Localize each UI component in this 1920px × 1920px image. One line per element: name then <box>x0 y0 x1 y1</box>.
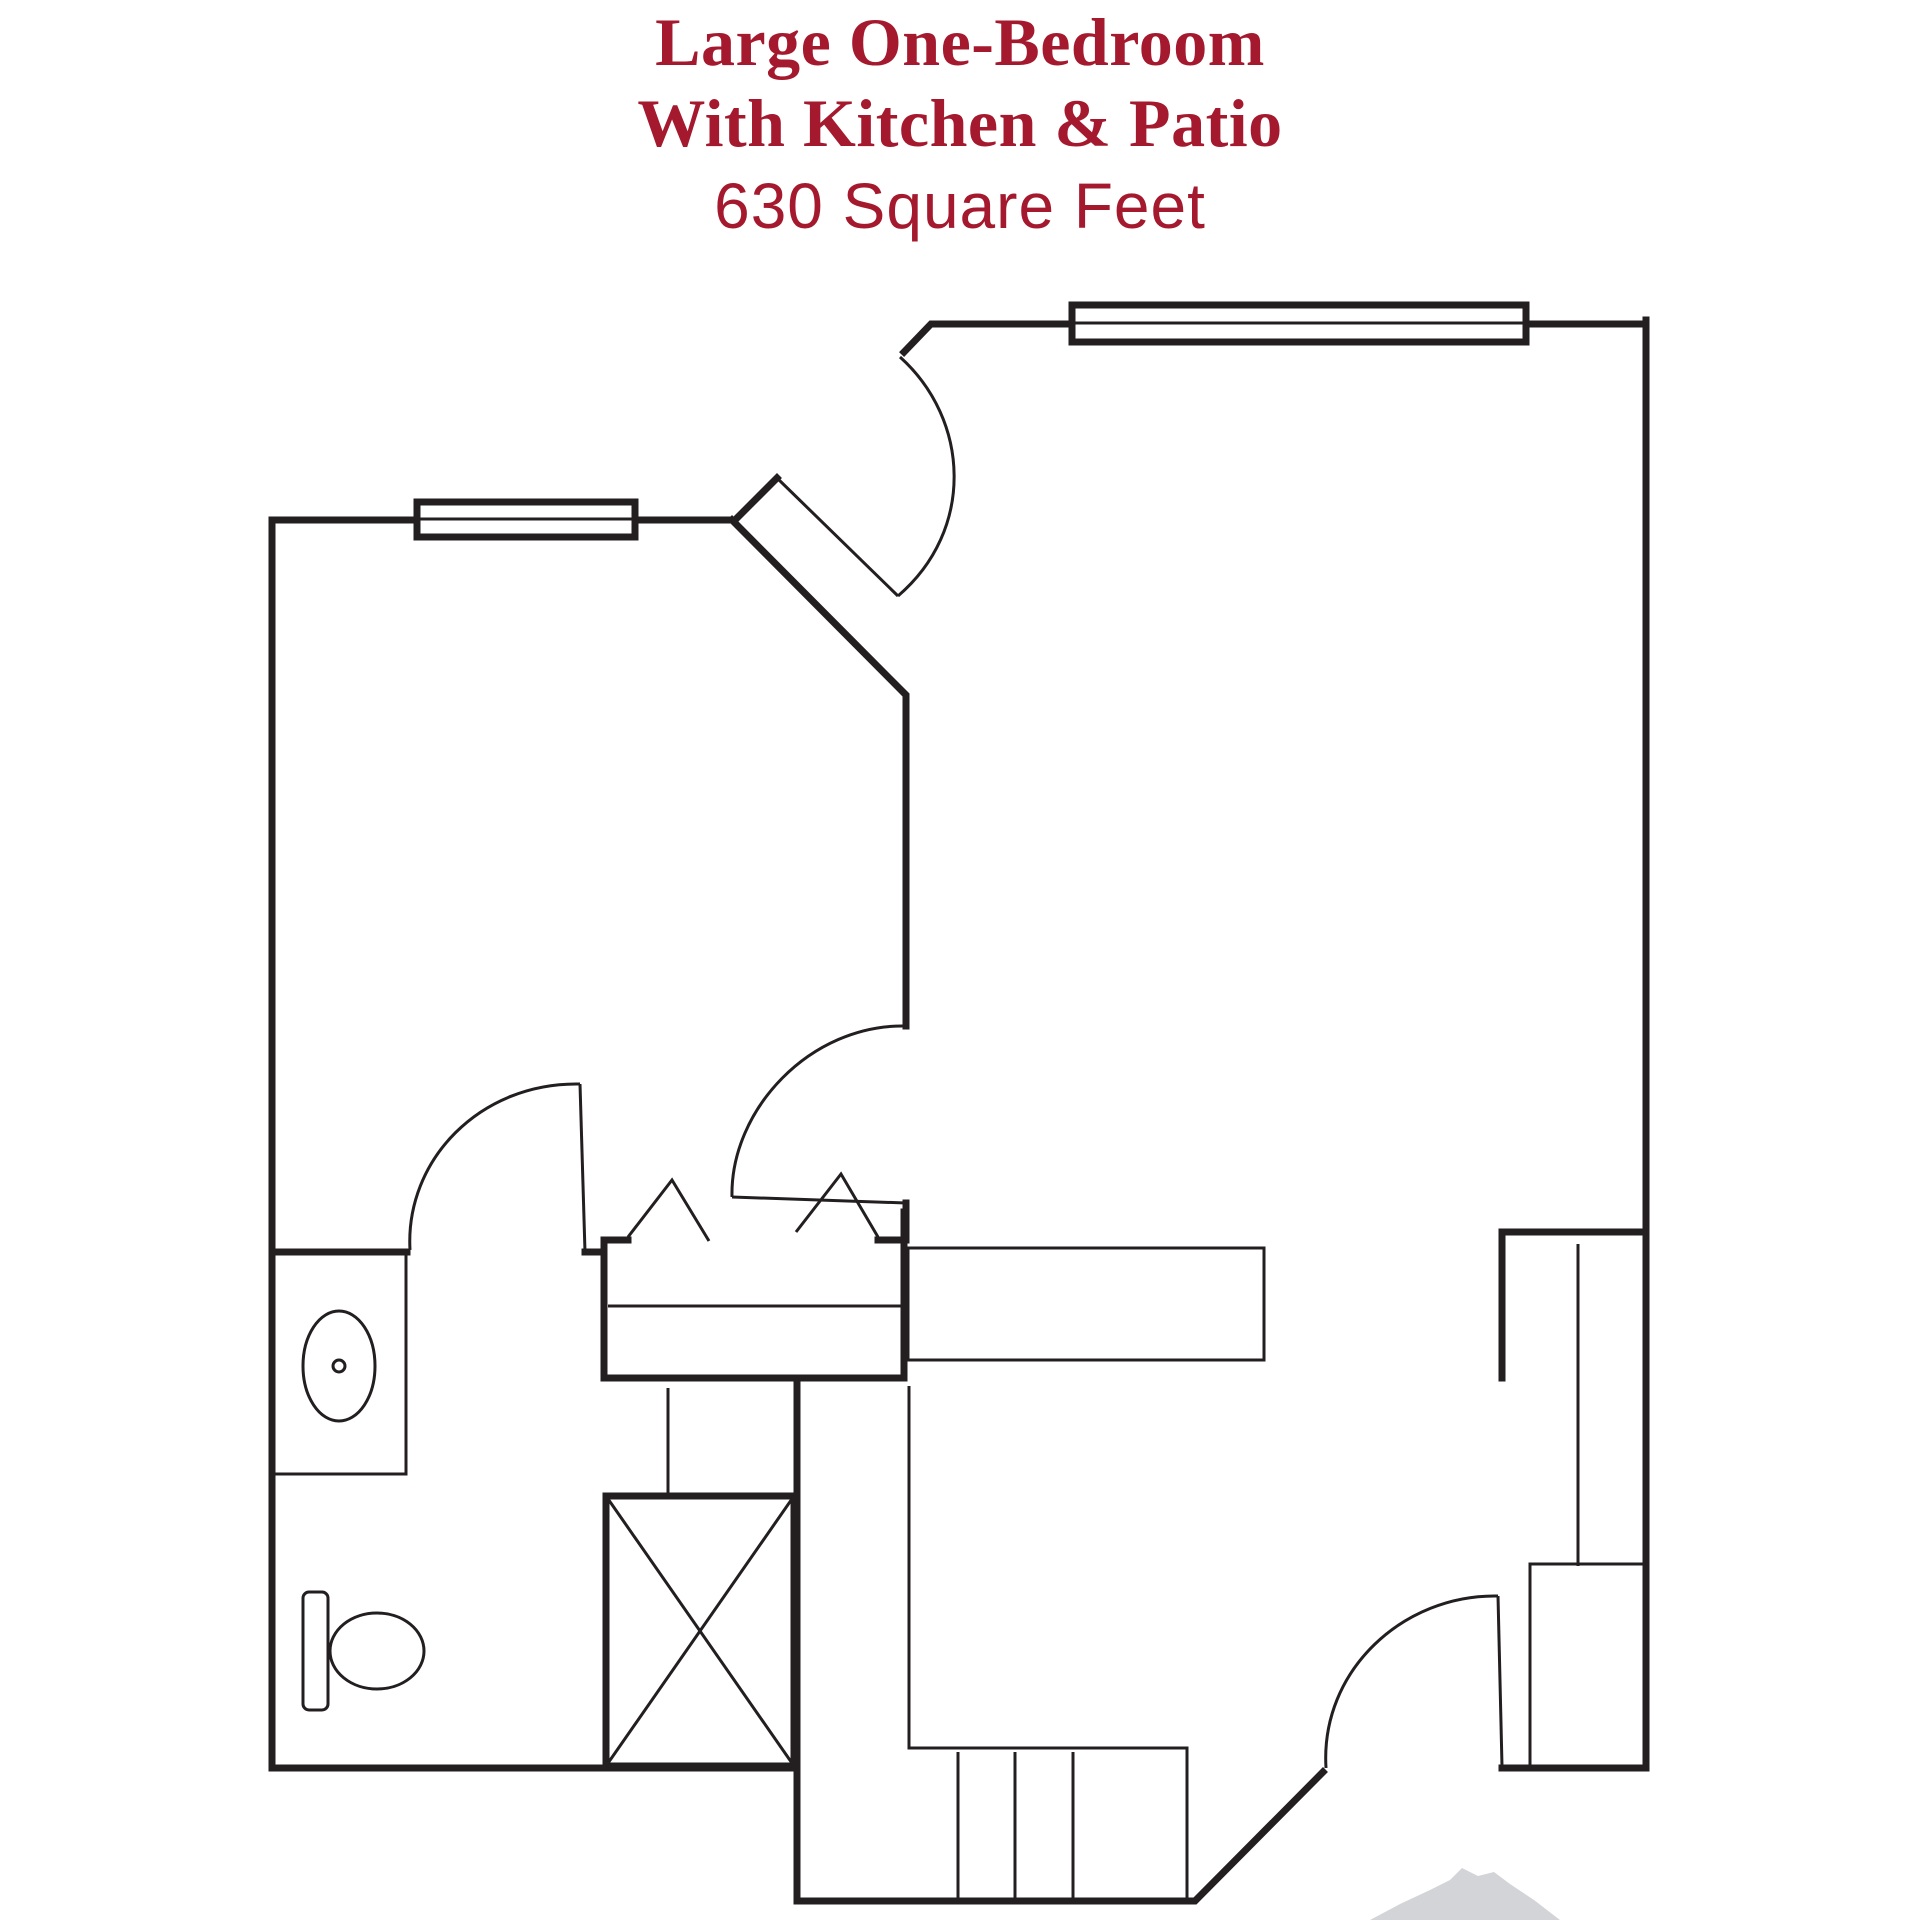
bedroom-closet <box>600 1171 908 1382</box>
entry-door-swing-icon <box>775 355 956 598</box>
square-footage: 630 Square Feet <box>714 170 1206 242</box>
mountain-logo-icon <box>1370 1868 1560 1920</box>
sink-icon <box>301 1309 377 1423</box>
shower-icon <box>602 1388 798 1770</box>
kitchen-counter <box>906 1246 1266 1362</box>
living-closet <box>1528 1244 1644 1766</box>
bathroom-door-swing-icon <box>408 1082 587 1253</box>
bathroom <box>268 1082 798 1770</box>
plan-title-line-1: Large One-Bedroom <box>655 4 1265 80</box>
living-room-window <box>1068 301 1530 346</box>
bedroom-door-swing-icon <box>730 1024 910 1244</box>
exterior-walls <box>268 316 1650 1905</box>
patio-door-swing-icon <box>1324 1594 1504 1769</box>
kitchen <box>907 1386 1189 1898</box>
toilet-icon <box>301 1590 426 1712</box>
plan-title-line-2: With Kitchen & Patio <box>637 85 1283 161</box>
bedroom-window <box>413 498 639 541</box>
